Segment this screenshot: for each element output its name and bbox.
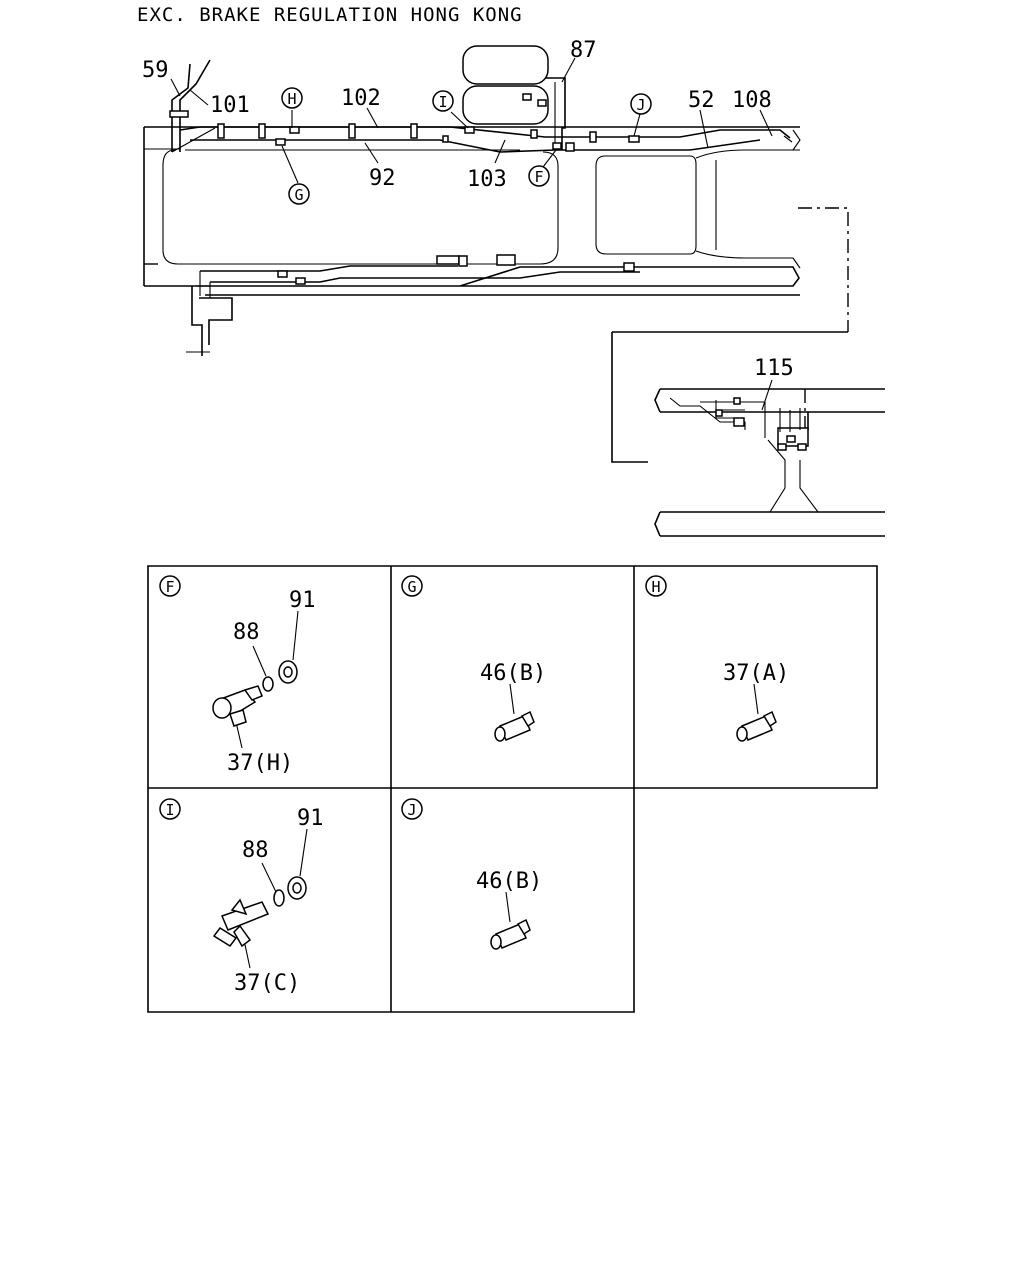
- detail-panel-h: H 37(A): [645, 575, 789, 742]
- union-part: [490, 918, 531, 950]
- brake-pipes: [169, 59, 793, 298]
- panel-i-label-37c: 37(C): [234, 971, 300, 996]
- marker-g: G: [288, 183, 310, 205]
- detail-panel-j: J 46(B): [401, 798, 542, 950]
- svg-text:F: F: [534, 168, 543, 186]
- cross-union-part: [212, 876, 307, 948]
- panel-i-marker: I: [165, 801, 174, 819]
- callout-52: 52: [688, 88, 715, 113]
- callout-103: 103: [467, 167, 507, 192]
- leader-lines: [170, 57, 773, 411]
- panel-h-label-37a: 37(A): [723, 661, 789, 686]
- callout-102: 102: [341, 86, 381, 111]
- panel-i-label-91: 91: [297, 806, 324, 831]
- union-part: [494, 710, 535, 742]
- panel-f-label-91: 91: [289, 588, 316, 613]
- callout-115: 115: [754, 356, 794, 381]
- union-part: [736, 710, 777, 742]
- detail-grid: [147, 565, 878, 1013]
- air-tanks: [462, 45, 566, 150]
- panel-g-marker: G: [407, 578, 416, 596]
- callout-101: 101: [210, 93, 250, 118]
- marker-i: I: [432, 90, 454, 112]
- callout-87: 87: [570, 38, 597, 63]
- panel-j-marker: J: [407, 801, 416, 819]
- diagram-title: EXC. BRAKE REGULATION HONG KONG: [137, 4, 523, 26]
- panel-h-marker: H: [651, 578, 660, 596]
- panel-i-label-88: 88: [242, 838, 269, 863]
- detail-panel-f: F 91 88 37(H): [159, 575, 316, 776]
- chassis-frame: [143, 126, 849, 463]
- svg-text:G: G: [294, 186, 303, 204]
- panel-f-marker: F: [165, 578, 174, 596]
- svg-text:J: J: [636, 96, 645, 114]
- marker-f: F: [528, 165, 550, 187]
- panel-f-label-88: 88: [233, 620, 260, 645]
- detail-panel-i: I 91 88 37(C): [159, 798, 324, 996]
- union-tee-part: [212, 660, 298, 727]
- callout-59: 59: [142, 58, 169, 83]
- detail-panel-g: G 46(B): [401, 575, 546, 742]
- panel-g-label-46b: 46(B): [480, 661, 546, 686]
- svg-text:H: H: [287, 90, 296, 108]
- panel-j-label-46b: 46(B): [476, 869, 542, 894]
- svg-text:I: I: [438, 93, 447, 111]
- marker-j: J: [630, 93, 652, 115]
- callout-108: 108: [732, 88, 772, 113]
- panel-f-label-37h: 37(H): [227, 751, 293, 776]
- marker-h: H: [281, 87, 303, 109]
- rear-frame-detail: [654, 388, 885, 537]
- callout-92: 92: [369, 166, 396, 191]
